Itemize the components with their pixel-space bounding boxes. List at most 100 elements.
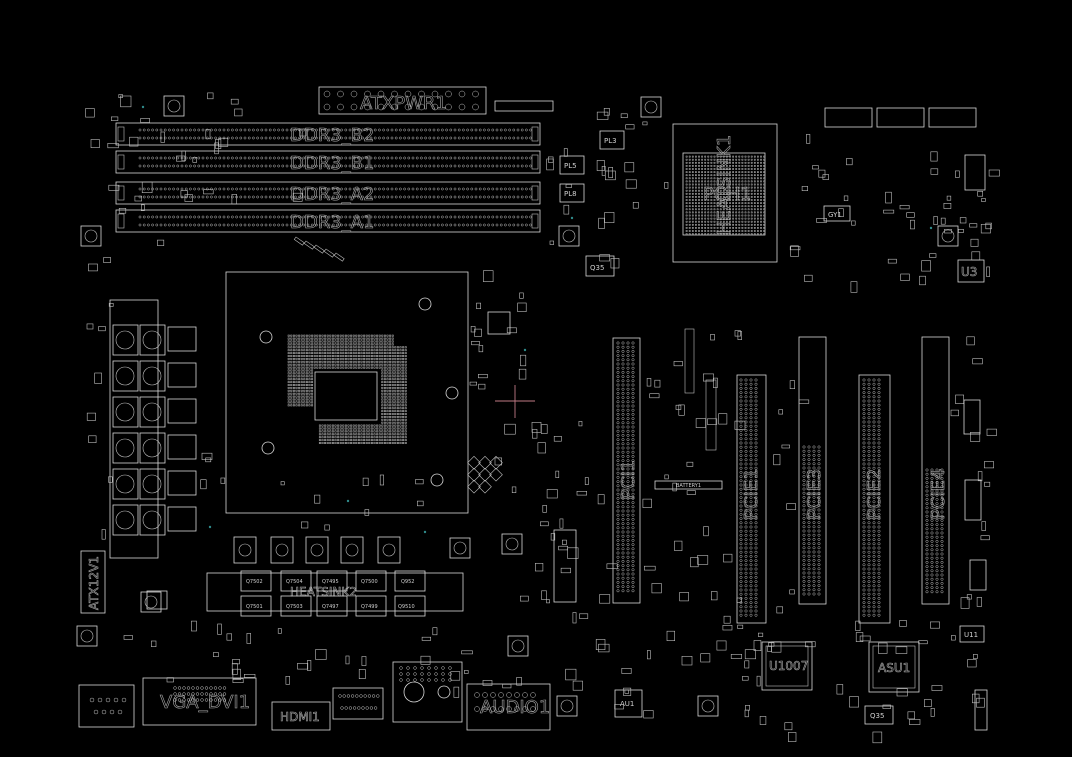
pch-ball <box>732 208 734 211</box>
cpu-pad <box>355 357 358 360</box>
pch-ball <box>722 199 725 201</box>
dimm-pin <box>403 215 406 219</box>
smd-part <box>649 393 660 399</box>
cpu-pad <box>339 337 342 340</box>
pch-ball <box>698 199 700 201</box>
slot-pin <box>631 404 635 408</box>
dimm-pin <box>411 187 415 191</box>
cpu-pad <box>287 384 290 386</box>
dimm-pin <box>369 128 373 132</box>
pch-ball <box>698 189 700 192</box>
slot-pin <box>940 497 944 501</box>
smd-part <box>184 194 193 202</box>
slot-pin <box>862 433 866 437</box>
dimm-pin <box>252 215 255 219</box>
slot-pin <box>621 530 625 534</box>
slot-pin <box>621 505 625 509</box>
dimm-pin <box>411 215 415 219</box>
slot-pin <box>817 584 821 588</box>
cpu-pad <box>308 349 311 352</box>
pch-ball <box>735 217 738 220</box>
cpu-pad <box>350 366 353 369</box>
dimm-pin <box>399 223 402 227</box>
cpu-pad <box>324 366 327 369</box>
cpu-pad <box>357 337 360 340</box>
pch-ball <box>741 230 744 232</box>
dimm-pin <box>142 215 146 219</box>
cpu-pad <box>402 384 405 386</box>
cpu-pad <box>298 355 301 357</box>
cpu-pad <box>391 352 394 355</box>
pch-ball <box>757 183 759 186</box>
slot-pin <box>940 548 944 552</box>
dimm-pin <box>294 187 297 191</box>
slot-pin <box>807 495 811 499</box>
pch-ball <box>719 214 722 217</box>
cpu-pad <box>365 427 368 430</box>
cpu-pad <box>300 372 303 375</box>
pch-ball <box>719 189 722 192</box>
cpu-pad <box>363 349 366 352</box>
smd-part <box>812 165 819 170</box>
cpu-pad <box>370 346 373 349</box>
cpu-pad <box>368 439 371 442</box>
dimm-pin <box>142 156 146 160</box>
cpu-pad <box>305 352 308 355</box>
smd-part <box>546 599 550 604</box>
cpu-pad <box>334 436 337 439</box>
pch-ball <box>741 208 744 211</box>
io-pin <box>340 706 344 710</box>
slot-pin <box>817 558 821 562</box>
cpu-pad <box>404 384 407 386</box>
pch-ball <box>713 158 716 161</box>
slot-pin <box>802 592 806 596</box>
via-dot <box>141 105 145 109</box>
pch-ball <box>726 202 728 204</box>
slot-pin <box>754 458 758 462</box>
cpu-pad <box>344 349 347 352</box>
cpu-pad <box>355 442 358 444</box>
dimm-pin <box>218 128 222 132</box>
cpu-pad <box>329 352 332 355</box>
pch-ball <box>704 217 707 220</box>
cpu-pad <box>337 433 340 436</box>
slot-pin <box>862 403 866 407</box>
slot-pin <box>812 470 816 474</box>
slot-pin <box>867 580 871 584</box>
pch-ball <box>729 180 731 183</box>
smd-part <box>546 158 554 171</box>
dimm-pin <box>449 164 453 168</box>
dimm-pin <box>390 215 394 219</box>
cpu-pad <box>396 357 399 360</box>
cpu-pad <box>298 384 301 386</box>
cpu-pad <box>342 424 345 427</box>
slot-pin <box>930 514 934 518</box>
pch-ball <box>735 183 738 186</box>
dimm-pin <box>508 215 511 219</box>
io-pin <box>204 686 209 690</box>
cpu-pad <box>355 366 358 369</box>
slot-pin <box>930 560 934 564</box>
cpu-pad <box>287 343 290 346</box>
slot-pin <box>744 483 748 487</box>
slot-pin <box>616 429 620 433</box>
pch-ball <box>763 174 765 177</box>
cpu-pad <box>402 407 405 410</box>
cpu-pad <box>326 352 329 355</box>
dimm-pin <box>457 136 461 140</box>
cpu-pad <box>396 427 399 430</box>
slot-pin <box>867 454 871 458</box>
cpu-pad <box>292 337 295 340</box>
pch-ball <box>707 158 710 161</box>
cpu-pad <box>339 343 342 346</box>
dimm-pin <box>260 215 264 219</box>
cpu-pad <box>368 430 371 433</box>
slot-pin <box>872 441 876 445</box>
cpu-pad <box>331 436 334 439</box>
slot-pin <box>802 466 806 470</box>
slot-pin <box>744 609 748 613</box>
pch-ball <box>753 211 756 214</box>
slot-pin <box>621 589 625 593</box>
cpu-pad <box>316 343 319 346</box>
cpu-pad <box>383 349 386 352</box>
